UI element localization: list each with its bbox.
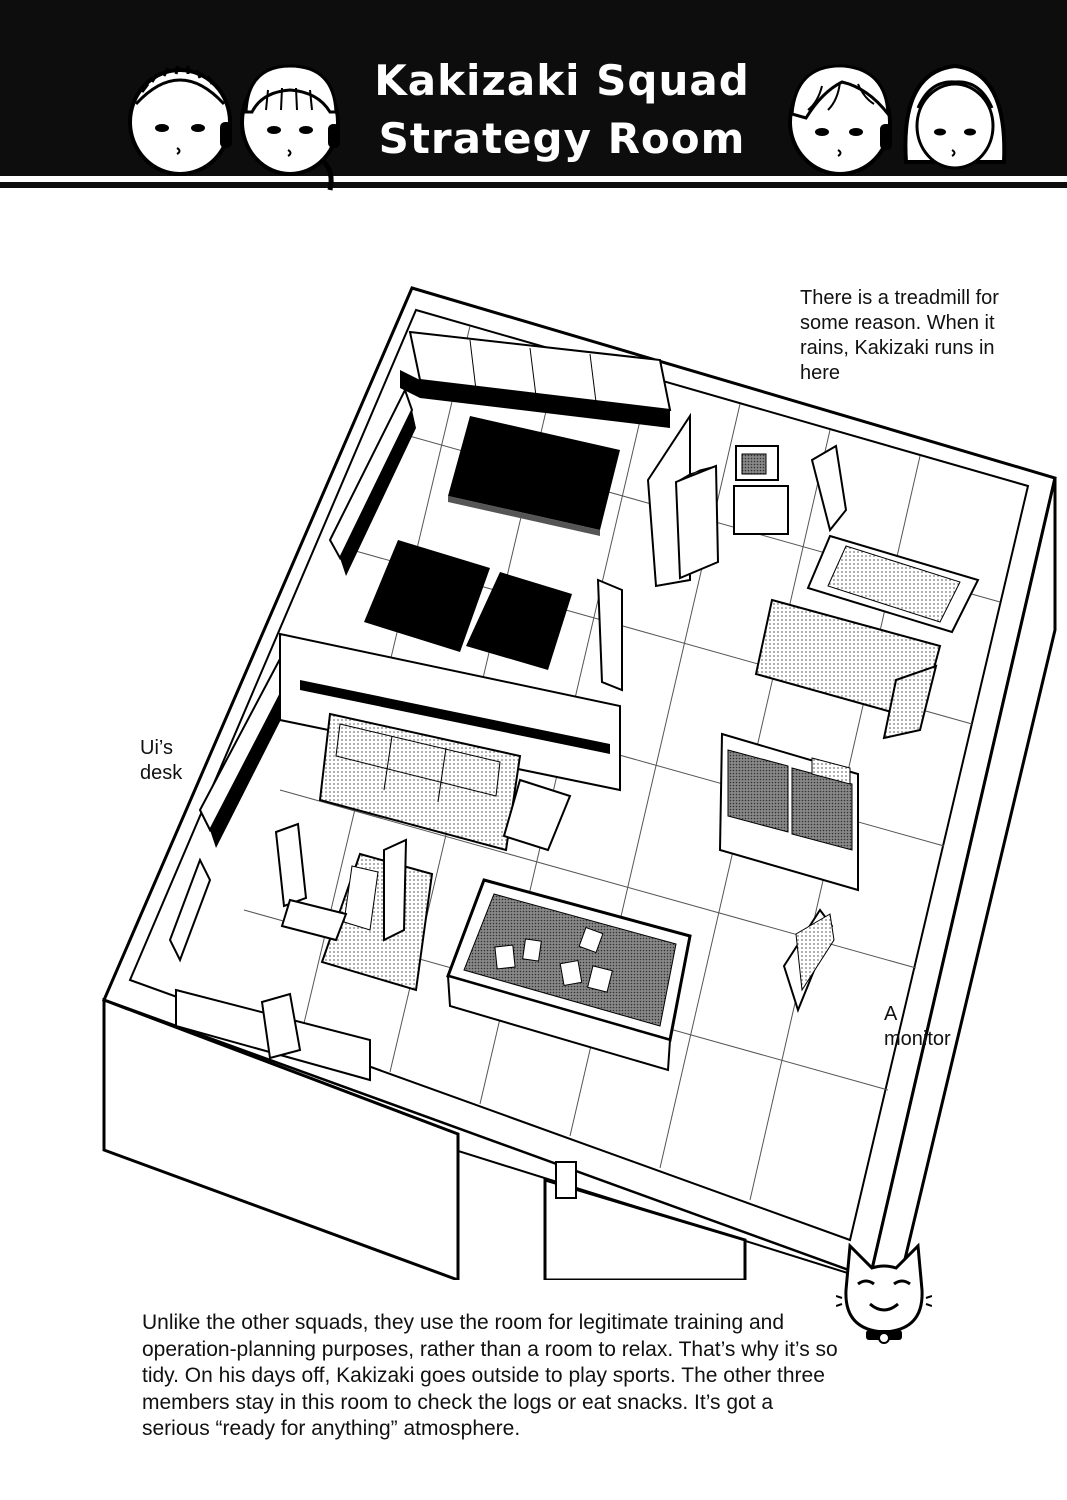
- ui-desk-annotation: Ui’s desk: [140, 736, 182, 786]
- side-table: [502, 778, 572, 852]
- monitor-annotation: A monitor: [884, 1002, 951, 1052]
- ui-desk-label-line2: desk: [140, 762, 183, 784]
- microwave-cart: [733, 445, 789, 535]
- monitor-screen: [795, 913, 835, 992]
- ui-desk: [320, 838, 434, 992]
- treadmill: [806, 444, 980, 634]
- banner-stripe-lower: [0, 182, 1067, 188]
- fridge: [674, 464, 720, 580]
- monitor-label-line1: A: [884, 1003, 898, 1025]
- cat-mascot-icon: [836, 1242, 932, 1344]
- room-description: Unlike the other squads, they use the ro…: [142, 1311, 838, 1440]
- training-mats: [364, 416, 620, 670]
- kakizaki-face-icon: [128, 65, 232, 176]
- title-line-2: Strategy Room: [378, 114, 746, 163]
- coffee-table: [446, 878, 692, 1072]
- ui-face-icon: [903, 63, 1007, 170]
- treadmill-annotation: There is a treadmill for some reason. Wh…: [800, 287, 999, 384]
- bookshelf: [718, 732, 859, 892]
- monitor-label-line2: monitor: [884, 1028, 951, 1050]
- sofa-right: [754, 598, 942, 740]
- room-floor-plan: [101, 286, 1057, 1280]
- ui-desk-label-line1: Ui’s: [140, 737, 173, 759]
- member-face-braid-icon: [240, 64, 340, 191]
- bottom-chair: [260, 992, 302, 1060]
- member-face-swept-hair-icon: [788, 64, 892, 176]
- sofa-left: [318, 712, 522, 852]
- page-title: Kakizaki Squad Strategy Room: [352, 52, 772, 168]
- banner-stripe: [0, 176, 1067, 182]
- lockers-top: [400, 330, 672, 428]
- office-chair: [274, 822, 348, 942]
- title-line-1: Kakizaki Squad: [374, 56, 750, 105]
- light-switch-icon: [555, 1161, 577, 1199]
